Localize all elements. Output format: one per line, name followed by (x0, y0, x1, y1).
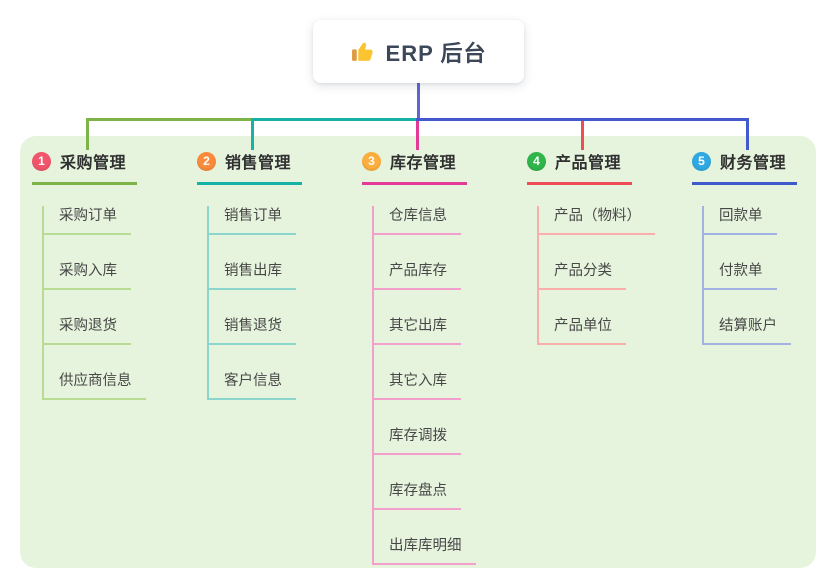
child-node[interactable]: 销售退货 (209, 316, 296, 345)
child-node[interactable]: 其它入库 (374, 371, 461, 400)
child-node[interactable]: 回款单 (704, 206, 777, 235)
branch-children: 采购订单采购入库采购退货供应商信息 (42, 206, 146, 400)
child-node[interactable]: 库存调拨 (374, 426, 461, 455)
drop-line-3 (416, 121, 419, 150)
child-node[interactable]: 产品分类 (539, 261, 626, 290)
child-node[interactable]: 采购订单 (44, 206, 131, 235)
branch-3: 3 库存管理仓库信息产品库存其它出库其它入库库存调拨库存盘点出库库明细 (362, 149, 476, 565)
child-node[interactable]: 仓库信息 (374, 206, 461, 235)
branch-title-label: 采购管理 (60, 155, 127, 172)
branches-panel (20, 136, 816, 568)
root-node[interactable]: ERP 后台 (313, 20, 524, 83)
branch-children: 回款单付款单结算账户 (702, 206, 797, 345)
top-line-teal (251, 118, 416, 121)
branch-children: 仓库信息产品库存其它出库其它入库库存调拨库存盘点出库库明细 (372, 206, 476, 565)
child-node[interactable]: 销售出库 (209, 261, 296, 290)
branch-title-3[interactable]: 3 库存管理 (362, 149, 467, 185)
branch-number-badge: 5 (692, 151, 711, 171)
top-line-green (86, 118, 254, 121)
child-node[interactable]: 产品单位 (539, 316, 626, 345)
child-node[interactable]: 产品库存 (374, 261, 461, 290)
drop-line-4 (581, 121, 584, 150)
branch-title-label: 财务管理 (720, 155, 787, 172)
child-node[interactable]: 供应商信息 (44, 371, 146, 400)
branch-number-badge: 1 (32, 151, 51, 171)
thumbs-up-icon (351, 42, 373, 61)
child-node[interactable]: 库存盘点 (374, 481, 461, 510)
branch-4: 4 产品管理产品（物料） 产品分类产品单位 (527, 149, 655, 345)
branch-title-5[interactable]: 5 财务管理 (692, 149, 797, 185)
branch-title-2[interactable]: 2 销售管理 (197, 149, 302, 185)
child-node[interactable]: 其它出库 (374, 316, 461, 345)
branch-1: 1 采购管理采购订单采购入库采购退货供应商信息 (32, 149, 146, 400)
child-node[interactable]: 产品（物料） (539, 206, 655, 235)
branch-children: 产品（物料） 产品分类产品单位 (537, 206, 655, 345)
branch-title-4[interactable]: 4 产品管理 (527, 149, 632, 185)
child-node[interactable]: 采购入库 (44, 261, 131, 290)
root-title: ERP 后台 (385, 40, 487, 66)
branch-5: 5 财务管理回款单付款单结算账户 (692, 149, 797, 345)
top-line-blue (416, 118, 749, 121)
drop-line-2 (251, 121, 254, 150)
root-vertical-line (417, 83, 420, 118)
branch-title-1[interactable]: 1 采购管理 (32, 149, 137, 185)
drop-line-5 (746, 118, 749, 150)
child-node[interactable]: 客户信息 (209, 371, 296, 400)
branch-number-badge: 3 (362, 151, 381, 171)
branch-title-label: 销售管理 (225, 155, 292, 172)
branch-title-label: 产品管理 (555, 155, 622, 172)
child-node[interactable]: 销售订单 (209, 206, 296, 235)
branch-children: 销售订单销售出库销售退货客户信息 (207, 206, 302, 400)
branch-2: 2 销售管理销售订单销售出库销售退货客户信息 (197, 149, 302, 400)
child-node[interactable]: 结算账户 (704, 316, 791, 345)
child-node[interactable]: 出库库明细 (374, 536, 476, 565)
drop-line-1 (86, 118, 89, 150)
child-node[interactable]: 采购退货 (44, 316, 131, 345)
branch-number-badge: 2 (197, 151, 216, 171)
branch-number-badge: 4 (527, 151, 546, 171)
child-node[interactable]: 付款单 (704, 261, 777, 290)
branch-title-label: 库存管理 (390, 155, 457, 172)
